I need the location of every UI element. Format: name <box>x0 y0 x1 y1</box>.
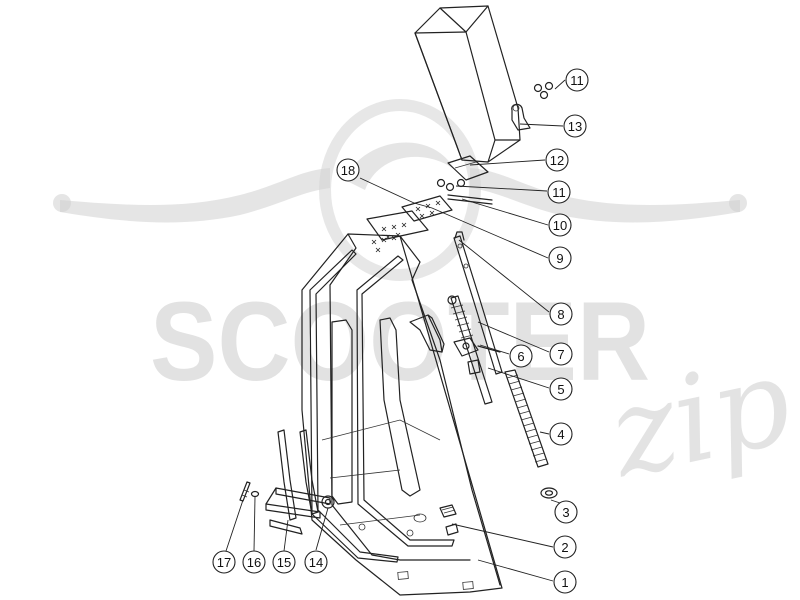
part-5-shock-rod <box>447 295 493 405</box>
watermark-handlebar-right <box>470 168 740 223</box>
part-2-small-spring <box>439 504 459 536</box>
svg-text:11: 11 <box>552 185 566 200</box>
callout-7: 7 <box>549 342 573 366</box>
leader-lines <box>225 79 566 582</box>
part-3-washer <box>540 487 558 499</box>
callout-11-lower: 11 <box>547 180 571 204</box>
callout-4: 4 <box>549 422 573 446</box>
callout-3: 3 <box>554 500 578 524</box>
watermark-handlebar-left <box>60 168 330 223</box>
part-4-spring <box>504 369 549 468</box>
callout-9: 9 <box>548 246 572 270</box>
svg-text:14: 14 <box>309 555 323 570</box>
part-8-rod <box>453 231 503 375</box>
svg-text:9: 9 <box>556 251 563 266</box>
svg-text:1: 1 <box>561 575 568 590</box>
callout-10: 10 <box>548 213 572 237</box>
svg-text:16: 16 <box>247 555 261 570</box>
callout-16: 16 <box>242 550 266 574</box>
svg-text:7: 7 <box>557 347 564 362</box>
part-mount-bracket <box>409 314 445 353</box>
callout-14: 14 <box>304 550 328 574</box>
callouts: 11 13 12 11 10 18 9 8 <box>212 68 589 594</box>
watermark-brand-main: SCOOTER <box>150 279 650 404</box>
part-12-bracket <box>447 155 489 181</box>
part-18-plate <box>401 195 453 222</box>
callout-15: 15 <box>272 550 296 574</box>
callout-8: 8 <box>549 302 573 326</box>
svg-text:12: 12 <box>550 153 564 168</box>
callout-1: 1 <box>553 570 577 594</box>
callout-17: 17 <box>212 550 236 574</box>
watermark-grip-left <box>53 194 71 212</box>
svg-text:5: 5 <box>557 382 564 397</box>
part-11-screws-upper <box>533 81 554 100</box>
svg-text:18: 18 <box>341 163 355 178</box>
part-17-pin <box>239 481 251 502</box>
svg-text:3: 3 <box>562 505 569 520</box>
part-15-stand-frame <box>265 429 331 535</box>
callout-11-upper: 11 <box>565 68 589 92</box>
callout-18: 18 <box>336 158 360 182</box>
watermark-emblem-swirl <box>345 142 455 190</box>
svg-text:13: 13 <box>568 119 582 134</box>
svg-text:17: 17 <box>217 555 231 570</box>
svg-text:15: 15 <box>277 555 291 570</box>
svg-text:8: 8 <box>557 307 564 322</box>
callout-6: 6 <box>509 344 533 368</box>
part-1-leg-shield <box>301 233 503 596</box>
watermark-grip-right <box>729 194 747 212</box>
svg-text:4: 4 <box>557 427 564 442</box>
part-16-washer <box>250 490 260 498</box>
svg-text:11: 11 <box>570 73 584 88</box>
svg-text:6: 6 <box>517 349 524 364</box>
part-13-top-cover <box>414 5 531 163</box>
callout-5: 5 <box>549 377 573 401</box>
watermark-logo: SCOOTER zip <box>53 99 800 505</box>
callout-12: 12 <box>545 148 569 172</box>
callout-13: 13 <box>563 114 587 138</box>
callout-2: 2 <box>553 535 577 559</box>
watermark-emblem-ring <box>319 99 481 281</box>
svg-text:2: 2 <box>561 540 568 555</box>
svg-text:10: 10 <box>553 218 567 233</box>
